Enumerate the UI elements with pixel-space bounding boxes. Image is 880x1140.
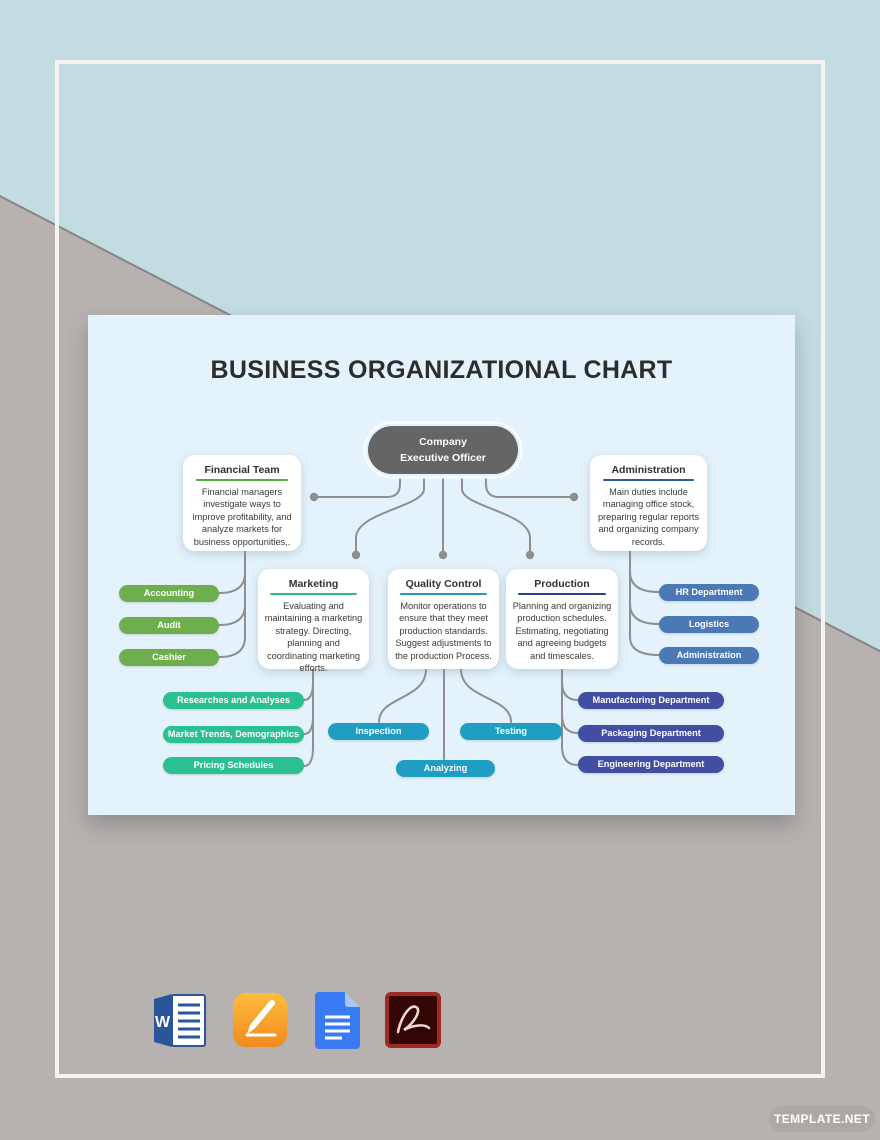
team-title: Marketing xyxy=(288,578,339,590)
node-manufacturing-department: Manufacturing Department xyxy=(578,692,724,709)
node-researches-and-analyses: Researches and Analyses xyxy=(163,692,304,709)
team-description: Main duties include managing office stoc… xyxy=(597,487,700,547)
node-inspection: Inspection xyxy=(328,723,429,740)
node-cashier: Cashier xyxy=(119,649,219,666)
team-description: Financial managers investigate ways to i… xyxy=(192,487,292,547)
node-administration: Administration Main duties include manag… xyxy=(590,455,707,551)
accent-underline xyxy=(400,593,487,595)
node-engineering-department: Engineering Department xyxy=(578,756,724,773)
apple-pages-icon[interactable] xyxy=(233,993,287,1052)
accent-underline xyxy=(270,593,357,595)
template-net-badge[interactable]: TEMPLATE.NET xyxy=(769,1106,875,1132)
team-description: Evaluating and maintaining a marketing s… xyxy=(264,601,363,674)
team-description: Monitor operations to ensure that they m… xyxy=(395,601,492,661)
node-production: Production Planning and organizing produ… xyxy=(506,569,618,669)
ceo-label-line1: Company xyxy=(419,436,467,448)
team-title: Administration xyxy=(611,464,686,476)
node-company-executive-officer: Company Executive Officer xyxy=(368,426,518,474)
team-title: Quality Control xyxy=(405,578,482,590)
ms-word-icon[interactable]: W xyxy=(151,992,208,1054)
team-title: Production xyxy=(534,578,590,590)
node-administration-pill: Administration xyxy=(659,647,759,664)
node-accounting: Accounting xyxy=(119,585,219,602)
node-marketing: Marketing Evaluating and maintaining a m… xyxy=(258,569,369,673)
page-title: BUSINESS ORGANIZATIONAL CHART xyxy=(210,356,673,384)
accent-underline xyxy=(195,479,289,481)
adobe-pdf-icon[interactable] xyxy=(385,992,441,1053)
node-packaging-department: Packaging Department xyxy=(578,725,724,742)
google-docs-icon[interactable] xyxy=(315,992,360,1054)
node-testing: Testing xyxy=(460,723,562,740)
node-audit: Audit xyxy=(119,617,219,634)
node-pricing-schedules: Pricing Schedules xyxy=(163,757,304,774)
accent-underline xyxy=(602,479,695,481)
accent-underline xyxy=(518,593,606,595)
svg-text:W: W xyxy=(155,1014,171,1031)
node-analyzing: Analyzing xyxy=(396,760,495,777)
node-financial-team: Financial Team Financial managers invest… xyxy=(183,455,301,551)
team-description: Planning and organizing production sched… xyxy=(512,601,612,661)
node-market-trends-demographics: Market Trends, Demographics xyxy=(163,726,304,743)
node-quality-control: Quality Control Monitor operations to en… xyxy=(388,569,499,669)
node-hr-department: HR Department xyxy=(659,584,759,601)
team-title: Financial Team xyxy=(204,464,280,476)
node-logistics: Logistics xyxy=(659,616,759,633)
ceo-label-line2: Executive Officer xyxy=(400,452,486,465)
